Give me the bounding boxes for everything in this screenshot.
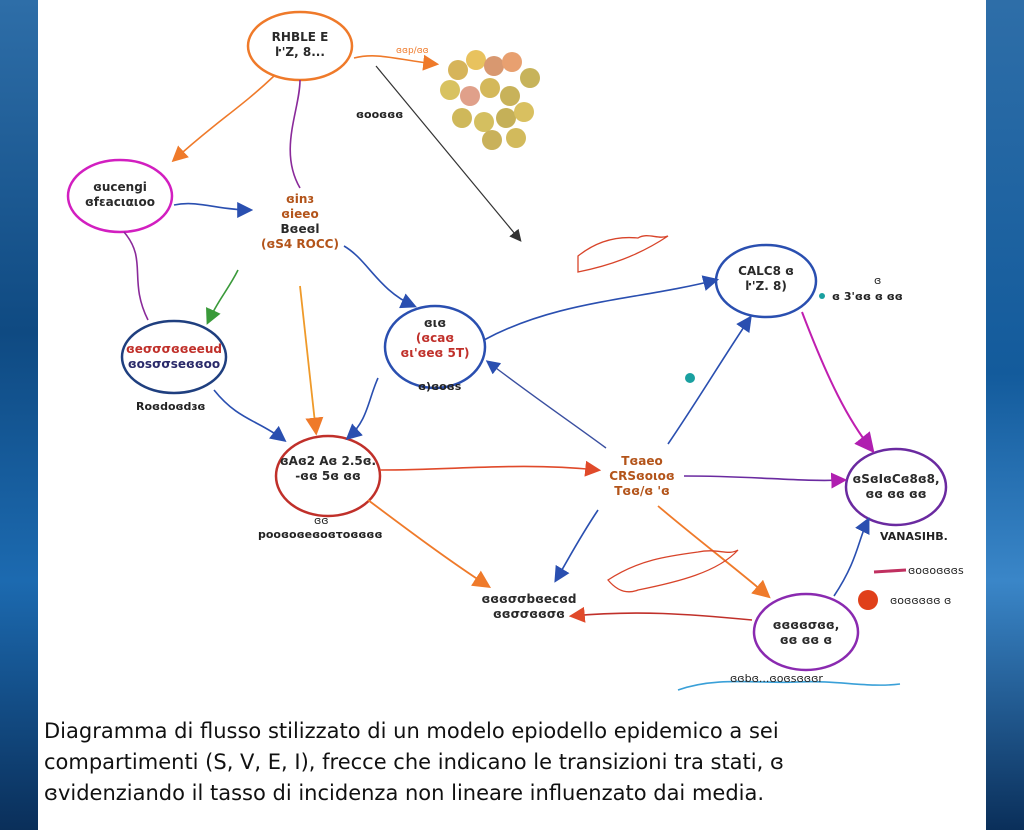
arrow-top-to-center: [289, 79, 301, 189]
decor-bottom-strip: [677, 680, 901, 691]
node-center-line4: (ɞS4 ROCC): [261, 237, 339, 251]
arrow-red-to-orange: [379, 460, 602, 477]
red-orange-dot: [858, 590, 878, 610]
node-magenta-label: ɞucengi ɞfεacιαιοο: [70, 180, 170, 210]
node-mid-blue-line1: ɞιɞ: [423, 316, 447, 330]
node-red-center-ellipse: [274, 434, 382, 518]
top-right-tag: ɞ 3'ɞɞ ɞ ɞɞ: [832, 290, 903, 303]
diagram-graphics: [66, 10, 948, 691]
arrow-center-to-red: [299, 285, 324, 436]
node-right-purple-line1: ɞSɞIɞCɞ8ɞ8,: [852, 472, 940, 486]
node-mid-blue-below: ɞ)ɞoɞs: [418, 380, 462, 393]
node-mid-blue-label: ɞιɞ (ɞcaɞ ɞι'ɞeɞ 5T): [385, 316, 485, 361]
legend-label-1: ɞoɞoɞɞɞs: [908, 564, 964, 577]
background-left-band: [0, 0, 38, 830]
node-red-center-below1: ɞɞ: [314, 514, 329, 527]
arrow-bottomright-to-bottommid: [568, 606, 753, 623]
node-mid-blue-line2: (ɞcaɞ: [415, 331, 455, 345]
node-magenta-line2: ɞfεacιαιοο: [85, 195, 155, 209]
node-top-right-label: CALC8 ɞ ŀ'Z. 8): [716, 264, 816, 294]
node-left-blue-line2: ɞosσσseɞɞoo: [127, 357, 221, 371]
decor-wave-1: [577, 235, 669, 273]
node-bottom-mid-line1: ɞɞɞσσbɞecɞd: [481, 592, 577, 606]
node-mid-orange-line1: Tɞaeo: [621, 454, 663, 468]
node-red-center-below2: pooɞoɞeɞoɞτoɞɞɞɞ: [258, 528, 383, 541]
background-right-band: [986, 0, 1024, 830]
node-bottom-mid-line2: ɞɞσσɞɞσɞ: [493, 607, 565, 621]
node-bottom-mid-label: ɞɞɞσσbɞecɞd ɞɞσσɞɞσɞ: [474, 592, 584, 622]
node-mid-orange-label: Tɞaeo CRSɞoιoɞ Tɞɞ/ɞ 'ɞ: [592, 454, 692, 499]
node-top-line1: RHBLE E: [271, 30, 329, 44]
node-right-purple-label: ɞSɞIɞCɞ8ɞ8, ɞɞ ɞɞ ɞɞ: [846, 472, 946, 502]
arrow-red-to-bottommid: [367, 499, 492, 588]
node-top-line2: ŀ'Z, 8...: [275, 45, 325, 59]
node-top-right-line2: ŀ'Z. 8): [745, 279, 787, 293]
arrow-leftblue-to-red: [213, 389, 287, 442]
node-center-orange-label: ɞinɜ ɞieeo Bɞeɞl (ɞS4 ROCC): [250, 192, 350, 252]
arrow-center-to-midblue: [343, 245, 417, 309]
node-magenta-ellipse: [66, 158, 174, 234]
arrow-orange-to-rightpurple: [683, 472, 848, 489]
decor-wave-2: [607, 549, 739, 593]
top-right-tag-small: ɞ: [874, 274, 882, 287]
node-red-center-line2: -ɞɞ 5ɞ ɞɞ: [295, 469, 361, 483]
node-bottom-right-ellipse: [752, 592, 860, 672]
node-red-center-label: ɞAɞ2 Aɞ 2.5ɞ. -ɞɞ 5ɞ ɞɞ: [276, 454, 380, 484]
arrow-top-to-cells: [353, 54, 440, 71]
teal-small-dot: [819, 293, 825, 299]
node-left-blue-label: ɞeσσσɞɞeeud ɞosσσseɞɞoo: [122, 342, 226, 372]
node-red-center-line1: ɞAɞ2 Aɞ 2.5ɞ.: [279, 454, 377, 468]
node-mid-blue-ellipse: [383, 304, 487, 390]
node-bottom-right-line1: ɞɞɞɞσɞɞ,: [772, 618, 840, 632]
legend-stroke-1: [873, 568, 907, 574]
node-left-blue-below: Roɞdoɞdɜɞ: [136, 400, 206, 413]
arrow-midblue-to-red: [345, 377, 379, 441]
node-left-blue-ellipse: [120, 319, 228, 395]
node-center-line1: ɞinɜ: [286, 192, 314, 206]
node-center-line2: ɞieeo: [281, 207, 319, 221]
node-magenta-line1: ɞucengi: [93, 180, 147, 194]
legend-label-2: ɞoɞɞɞɞɞ ɞ: [890, 594, 952, 607]
node-center-line3: Bɞeɞl: [280, 222, 320, 236]
node-bottom-right-label: ɞɞɞɞσɞɞ, ɞɞ ɞɞ ɞ: [756, 618, 856, 648]
dood-label: ɞooɞɞɞ: [356, 108, 404, 121]
node-left-blue-line1: ɞeσσσɞɞeeud: [126, 342, 222, 356]
node-mid-blue-line3: ɞι'ɞeɞ 5T): [400, 346, 470, 360]
cell-cluster-image: [440, 50, 540, 150]
figure-caption: Diagramma di flusso stilizzato di un mod…: [44, 716, 984, 809]
node-bottom-right-line2: ɞɞ ɞɞ ɞ: [779, 633, 833, 647]
arrow-orange-to-topright: [667, 315, 752, 445]
diagram-canvas: RHBLE E ŀ'Z, 8... ɞucengi ɞfεacιαιοο ɞin…: [38, 0, 986, 830]
arrow-bottomright-to-rightpurple: [833, 517, 870, 597]
arrow-top-to-right-diagonal: [375, 65, 522, 242]
node-top-right-line1: CALC8 ɞ: [738, 264, 794, 278]
caption-line-3: ɞvidenziando il tasso di incidenza non l…: [44, 781, 765, 805]
arrow-orange-to-bottomright: [657, 505, 771, 599]
arrow-topright-to-rightpurple: [801, 311, 875, 454]
top-arrow-tag: ɞɞp/ɞɞ: [396, 46, 429, 56]
arrow-magenta-to-center: [173, 201, 254, 218]
bottom-banner-label: ɞɞbɞ...ɞoɞsɞɞɞr: [730, 672, 823, 685]
teal-dot: [685, 373, 695, 383]
node-mid-orange-line3: Tɞɞ/ɞ 'ɞ: [614, 484, 670, 498]
arrow-orange-to-midblue: [485, 360, 607, 449]
arrow-magenta-to-left: [123, 231, 149, 321]
arrow-orange-to-bottommid: [554, 509, 599, 583]
vanasihb-label: VANASIHB.: [880, 530, 948, 543]
node-mid-orange-line2: CRSɞoιoɞ: [609, 469, 675, 483]
arrow-center-to-leftblue: [206, 269, 239, 325]
caption-line-1: Diagramma di flusso stilizzato di un mod…: [44, 719, 779, 743]
node-right-purple-line2: ɞɞ ɞɞ ɞɞ: [865, 487, 927, 501]
arrow-midblue-to-topright: [483, 275, 720, 341]
node-top-label: RHBLE E ŀ'Z, 8...: [250, 30, 350, 60]
caption-line-2: compartimenti (S, V, E, I), frecce che i…: [44, 750, 784, 774]
arrow-top-to-magenta: [171, 75, 275, 163]
